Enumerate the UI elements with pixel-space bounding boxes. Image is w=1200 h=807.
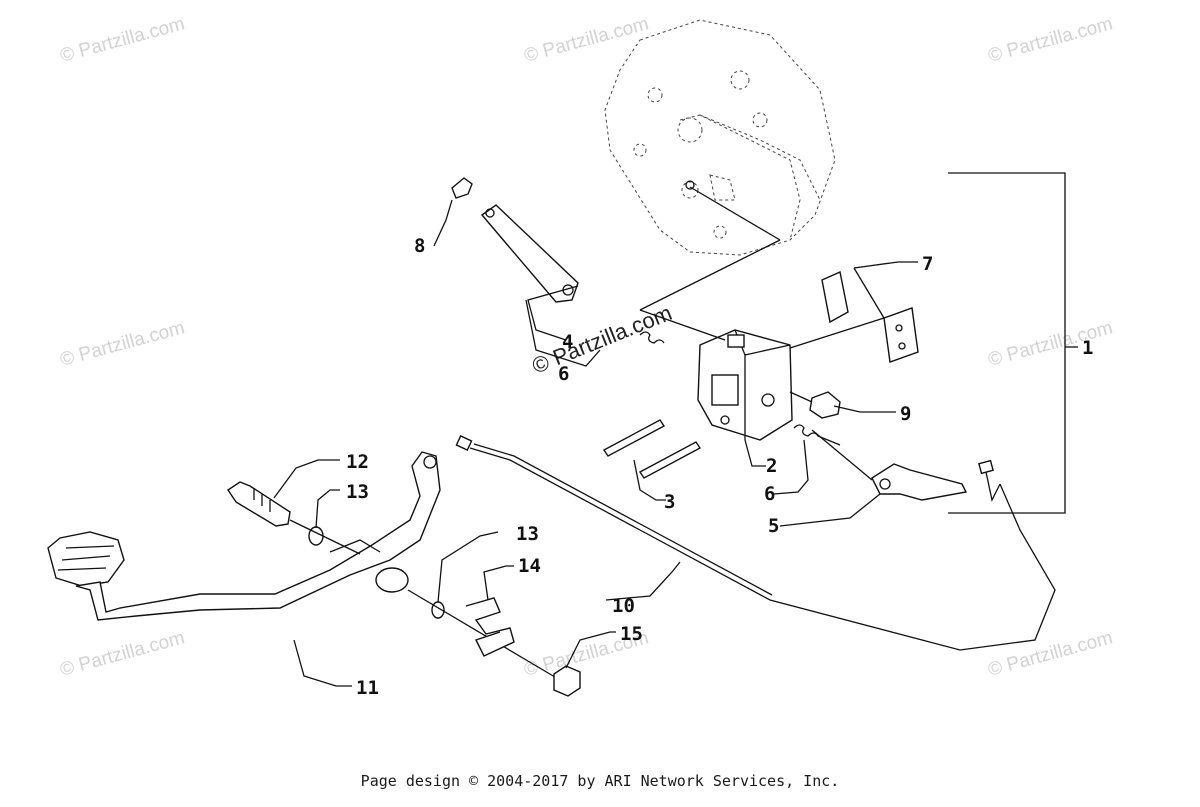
leader-pads — [789, 317, 885, 349]
callout-7: 7 — [922, 253, 933, 275]
spring-upper — [639, 331, 665, 344]
page-footer: Page design © 2004-2017 by ARI Network S… — [360, 772, 840, 790]
callout-11: 11 — [356, 677, 379, 699]
callout-6-lower: 6 — [764, 483, 775, 505]
watermark-bottom-right: © Partzilla.com — [986, 627, 1115, 680]
pin-upper — [602, 419, 666, 457]
callout-12: 12 — [346, 451, 369, 473]
callout-3: 3 — [664, 491, 675, 513]
callout-10: 10 — [612, 595, 635, 617]
watermark-center: © Partzilla.com — [529, 300, 676, 379]
callout-labels: 1 2 3 4 5 6 6 7 8 9 10 11 12 13 13 14 15 — [346, 235, 1093, 699]
leader-housing — [689, 186, 781, 241]
callout-9: 9 — [900, 403, 911, 425]
watermark-top-center: © Partzilla.com — [522, 13, 651, 66]
leader-housing-2 — [639, 239, 781, 311]
callout-2: 2 — [766, 455, 777, 477]
group-bracket — [948, 172, 1066, 514]
brake-cable — [455, 435, 1056, 651]
pedal-shaft — [227, 481, 291, 527]
watermark-mid-right: © Partzilla.com — [986, 317, 1115, 370]
caliper-link-arm — [480, 204, 579, 303]
brake-pad-upper — [821, 271, 849, 324]
callout-1: 1 — [1082, 337, 1093, 359]
leader-caliper — [639, 309, 726, 341]
callout-8: 8 — [414, 235, 425, 257]
spring-lower — [793, 424, 841, 446]
callout-5: 5 — [768, 515, 779, 537]
callout-6-upper: 6 — [558, 363, 569, 385]
lock-nut — [553, 665, 581, 697]
callout-14: 14 — [518, 555, 541, 577]
axis-pedal — [407, 589, 561, 681]
watermark-bottom-left: © Partzilla.com — [58, 627, 187, 680]
brake-pedal — [47, 451, 441, 621]
watermark-mid-left: © Partzilla.com — [58, 317, 187, 370]
return-spring — [465, 597, 515, 657]
watermark-top-left: © Partzilla.com — [58, 13, 187, 66]
axis-shaft — [289, 519, 361, 555]
callout-13-upper: 13 — [346, 481, 369, 503]
callout-4: 4 — [562, 331, 573, 353]
callout-15: 15 — [620, 623, 643, 645]
caliper-bolt — [789, 391, 841, 419]
engine-housing-dashed — [604, 19, 836, 256]
brake-pad-lower — [883, 307, 919, 363]
caliper-lever — [871, 463, 968, 501]
leader-lever — [811, 429, 873, 481]
watermarks: © Partzilla.com © Partzilla.com © Partzi… — [58, 13, 1115, 680]
pin-lower — [638, 441, 702, 479]
caliper-body — [697, 329, 793, 441]
retaining-clip — [451, 177, 473, 199]
watermark-top-right: © Partzilla.com — [986, 13, 1115, 66]
leader-lines — [273, 199, 918, 687]
callout-13-lower: 13 — [516, 523, 539, 545]
